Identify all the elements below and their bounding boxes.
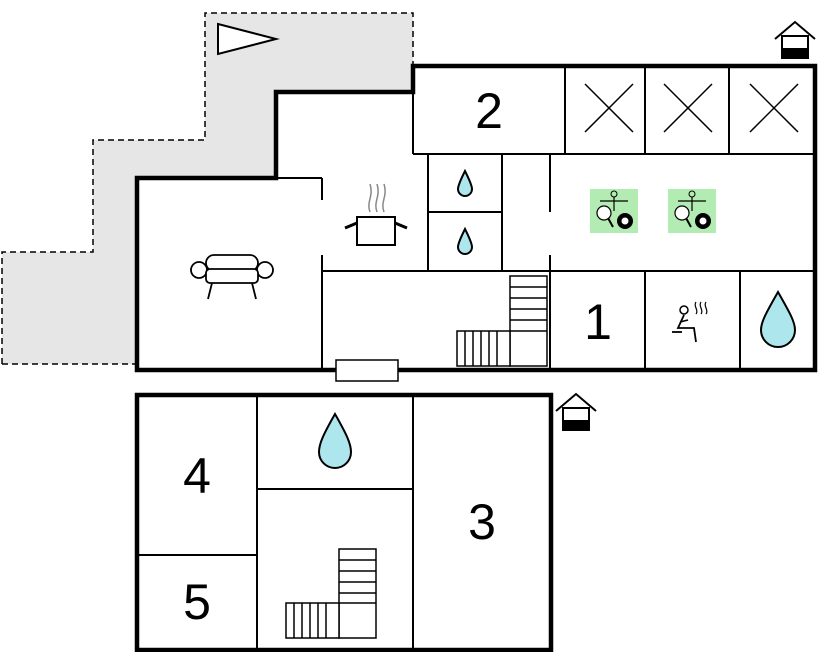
room-2-label: 2 [475, 83, 503, 139]
room-1-label: 1 [584, 294, 612, 350]
entrance-house-icon [774, 20, 816, 59]
room-4-label: 4 [183, 448, 211, 504]
stairs-icon [285, 548, 377, 639]
water-drop-icon [456, 226, 474, 255]
foosball-icon [600, 190, 628, 211]
cooking-pot-icon [344, 183, 408, 246]
entrance-house-icon [555, 392, 597, 431]
single-bed-icon [749, 83, 799, 133]
room-5-label: 5 [183, 574, 211, 630]
water-drop-icon [317, 411, 353, 469]
table-tennis-icon [596, 205, 614, 228]
games-icon-group [590, 189, 638, 233]
single-bed-icon [663, 83, 713, 133]
billiard-ball-icon [695, 213, 711, 229]
terrace [2, 13, 413, 364]
lower-floor-outer-wall [134, 392, 554, 652]
games-icon-group [668, 189, 716, 233]
table-tennis-icon [674, 205, 692, 228]
sauna-icon [672, 301, 708, 343]
foosball-icon [678, 190, 706, 211]
water-drop-icon [456, 168, 474, 197]
stairs-icon [456, 275, 548, 367]
water-drop-icon [759, 289, 797, 348]
entrance-door [335, 359, 399, 382]
billiard-ball-icon [617, 213, 633, 229]
single-bed-icon [584, 83, 634, 133]
room-3-label: 3 [468, 494, 496, 550]
terrace-outline [1, 12, 414, 364]
sofa-icon [190, 254, 274, 300]
terrace-flag-icon [217, 22, 280, 56]
